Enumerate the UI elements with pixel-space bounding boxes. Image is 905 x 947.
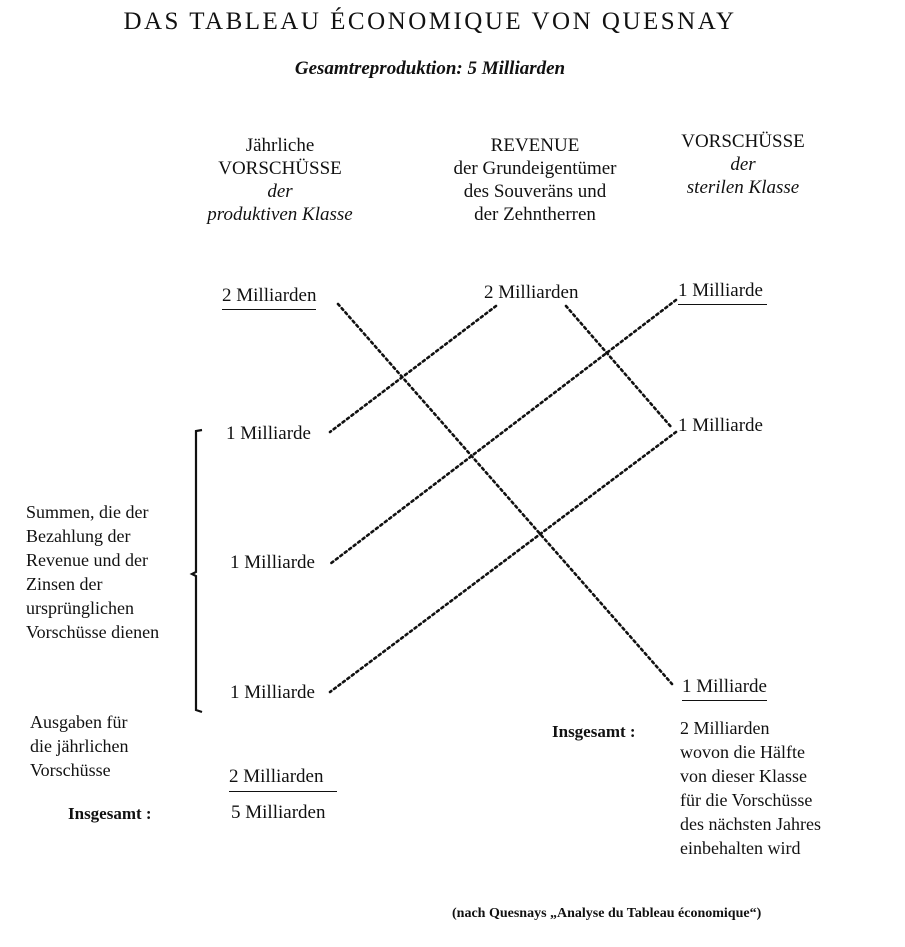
column-heading-sterile: VORSCHÜSSE der sterilen Klasse — [668, 130, 818, 199]
column-heading-revenue-line4: der Zehntherren — [474, 204, 596, 225]
sterile-total-text: 2 Milliarden wovon die Hälfte von dieser… — [680, 716, 860, 860]
flow-line-sterile-middle-to-productive-3 — [328, 430, 678, 694]
column-heading-productive-line1: Jährliche — [245, 135, 315, 156]
annual-advances-amount: 2 Milliarden — [229, 766, 337, 792]
source-note: (nach Quesnays „Analyse du Tableau écono… — [452, 906, 762, 921]
column-heading-revenue-line2: der Grundeigentümer — [453, 158, 617, 179]
revenue-amount: 2 Milliarden — [484, 282, 579, 303]
productive-advances-value: 2 Milliarden — [222, 285, 317, 310]
productive-advances-amount: 2 Milliarden — [222, 285, 317, 310]
sterile-advances-amount: 1 Milliarde — [678, 280, 767, 305]
column-heading-sterile-line1: VORSCHÜSSE — [681, 131, 805, 152]
bracket-label-line: Vorschüsse dienen — [26, 622, 160, 642]
diagram-title: DAS TABLEAU ÉCONOMIQUE VON QUESNAY — [123, 8, 737, 35]
diagram-subtitle: Gesamtreproduktion: 5 Milliarden — [294, 58, 566, 79]
bracket-brace — [189, 428, 203, 714]
flow-line-revenue-to-productive-1 — [328, 304, 498, 434]
annual-advances-label: Ausgaben für die jährlichen Vorschüsse — [30, 710, 190, 782]
sterile-advances-value: 1 Milliarde — [678, 280, 767, 305]
sterile-total-line: einbehalten wird — [680, 838, 801, 858]
annual-advances-label-line: Ausgaben für — [30, 712, 128, 732]
column-heading-productive-line4: produktiven Klasse — [207, 204, 353, 225]
sterile-total-label: Insgesamt : — [552, 722, 636, 741]
bracket-label-line: Zinsen der — [26, 574, 103, 594]
bracket-label-line: Bezahlung der — [26, 526, 131, 546]
bracket-label-line: Summen, die der — [26, 502, 149, 522]
bracket-label-line: ursprünglichen — [26, 598, 134, 618]
column-heading-sterile-line2: der — [730, 154, 756, 175]
sterile-total-line: des nächsten Jahres — [680, 814, 821, 834]
sterile-total-line: wovon die Hälfte — [680, 742, 805, 762]
annual-advances-value: 2 Milliarden — [229, 766, 337, 792]
sterile-receipt-bottom-value: 1 Milliarde — [682, 676, 767, 701]
annual-advances-label-line: Vorschüsse — [30, 760, 111, 780]
column-heading-productive: Jährliche VORSCHÜSSE der produktiven Kla… — [205, 134, 355, 226]
column-heading-productive-line3: der — [267, 181, 293, 202]
sterile-receipt-middle: 1 Milliarde — [678, 415, 763, 436]
productive-receipt-3: 1 Milliarde — [230, 682, 315, 703]
total-amount: 5 Milliarden — [231, 802, 326, 823]
total-label: Insgesamt : — [68, 804, 152, 823]
flow-line-revenue-to-sterile-middle — [564, 304, 674, 430]
column-heading-revenue: REVENUE der Grundeigentümer des Souverän… — [425, 134, 645, 226]
flow-line-productive-to-sterile-bottom — [336, 302, 674, 686]
column-heading-revenue-line3: des Souveräns und — [463, 181, 607, 202]
sterile-total-line: 2 Milliarden — [680, 718, 770, 738]
annual-advances-label-line: die jährlichen — [30, 736, 129, 756]
column-heading-revenue-line1: REVENUE — [490, 135, 580, 156]
column-heading-productive-line2: VORSCHÜSSE — [218, 158, 342, 179]
productive-receipt-1: 1 Milliarde — [226, 423, 311, 444]
bracket-label: Summen, die der Bezahlung der Revenue un… — [26, 500, 196, 644]
sterile-receipt-bottom: 1 Milliarde — [682, 676, 767, 701]
bracket-label-line: Revenue und der — [26, 550, 148, 570]
productive-receipt-2: 1 Milliarde — [230, 552, 315, 573]
sterile-total-line: von dieser Klasse — [680, 766, 807, 786]
column-heading-sterile-line3: sterilen Klasse — [686, 177, 800, 198]
sterile-total-line: für die Vorschüsse — [680, 790, 813, 810]
flow-line-sterile-top-to-productive-2 — [328, 298, 678, 566]
